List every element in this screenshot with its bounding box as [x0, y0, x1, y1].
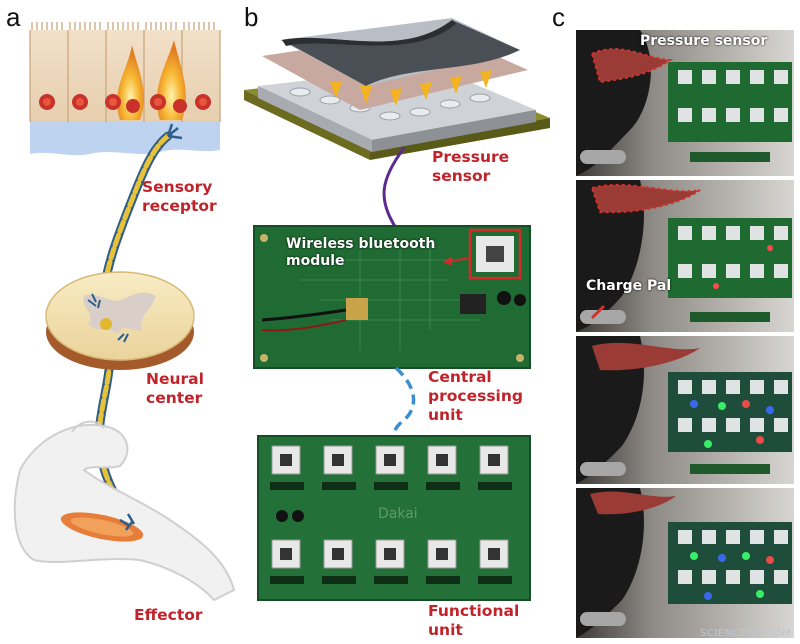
label-functional-unit: Functional unit [428, 602, 519, 640]
photo-frame-4 [576, 488, 794, 638]
panel-letter-a: a [6, 2, 21, 32]
spinal-cord [45, 271, 195, 370]
sensory-tissue [29, 22, 221, 156]
label-line: sensor [432, 167, 491, 185]
photo-frame-2 [576, 180, 794, 332]
board-brand-text: Dakai [378, 506, 418, 522]
sensor-wire [382, 147, 406, 229]
photo-frame-1 [576, 30, 794, 176]
flexed-arm [13, 420, 236, 602]
label-sensory-receptor: Sensory receptor [142, 178, 217, 216]
label-pressure-sensor: Pressure sensor [432, 148, 509, 186]
label-line: Wireless bluetooth [286, 236, 436, 252]
label-line: processing [428, 387, 523, 405]
label-effector: Effector [134, 606, 203, 624]
board-wire [392, 366, 416, 443]
label-neural-center: Neural center [146, 370, 204, 408]
label-line: Neural [146, 370, 204, 388]
label-line: Pressure [432, 148, 510, 166]
pressure-sensor-model [244, 18, 550, 160]
panel-letter-c: c [552, 2, 565, 32]
functional-unit-board [257, 435, 531, 601]
watermark: SCIENCEAQ.COM [700, 628, 792, 639]
label-line: receptor [142, 197, 217, 215]
photo-frame-3 [576, 336, 794, 484]
label-line: Sensory [142, 178, 213, 196]
label-c-charge-pal: Charge Pal [586, 278, 672, 294]
label-line: unit [428, 406, 463, 424]
label-line: Central [428, 368, 492, 386]
label-wireless-module: Wireless bluetooth module [286, 236, 435, 270]
central-processing-board [253, 225, 531, 369]
bluetooth-module-highlight [468, 228, 522, 280]
panel-letter-b: b [244, 2, 259, 32]
label-line: center [146, 389, 203, 407]
label-line: Functional [428, 602, 520, 620]
label-c-pressure-sensor: Pressure sensor [640, 33, 768, 49]
label-line: unit [428, 621, 463, 639]
label-central-processing: Central processing unit [428, 368, 523, 425]
label-line: module [286, 253, 345, 269]
